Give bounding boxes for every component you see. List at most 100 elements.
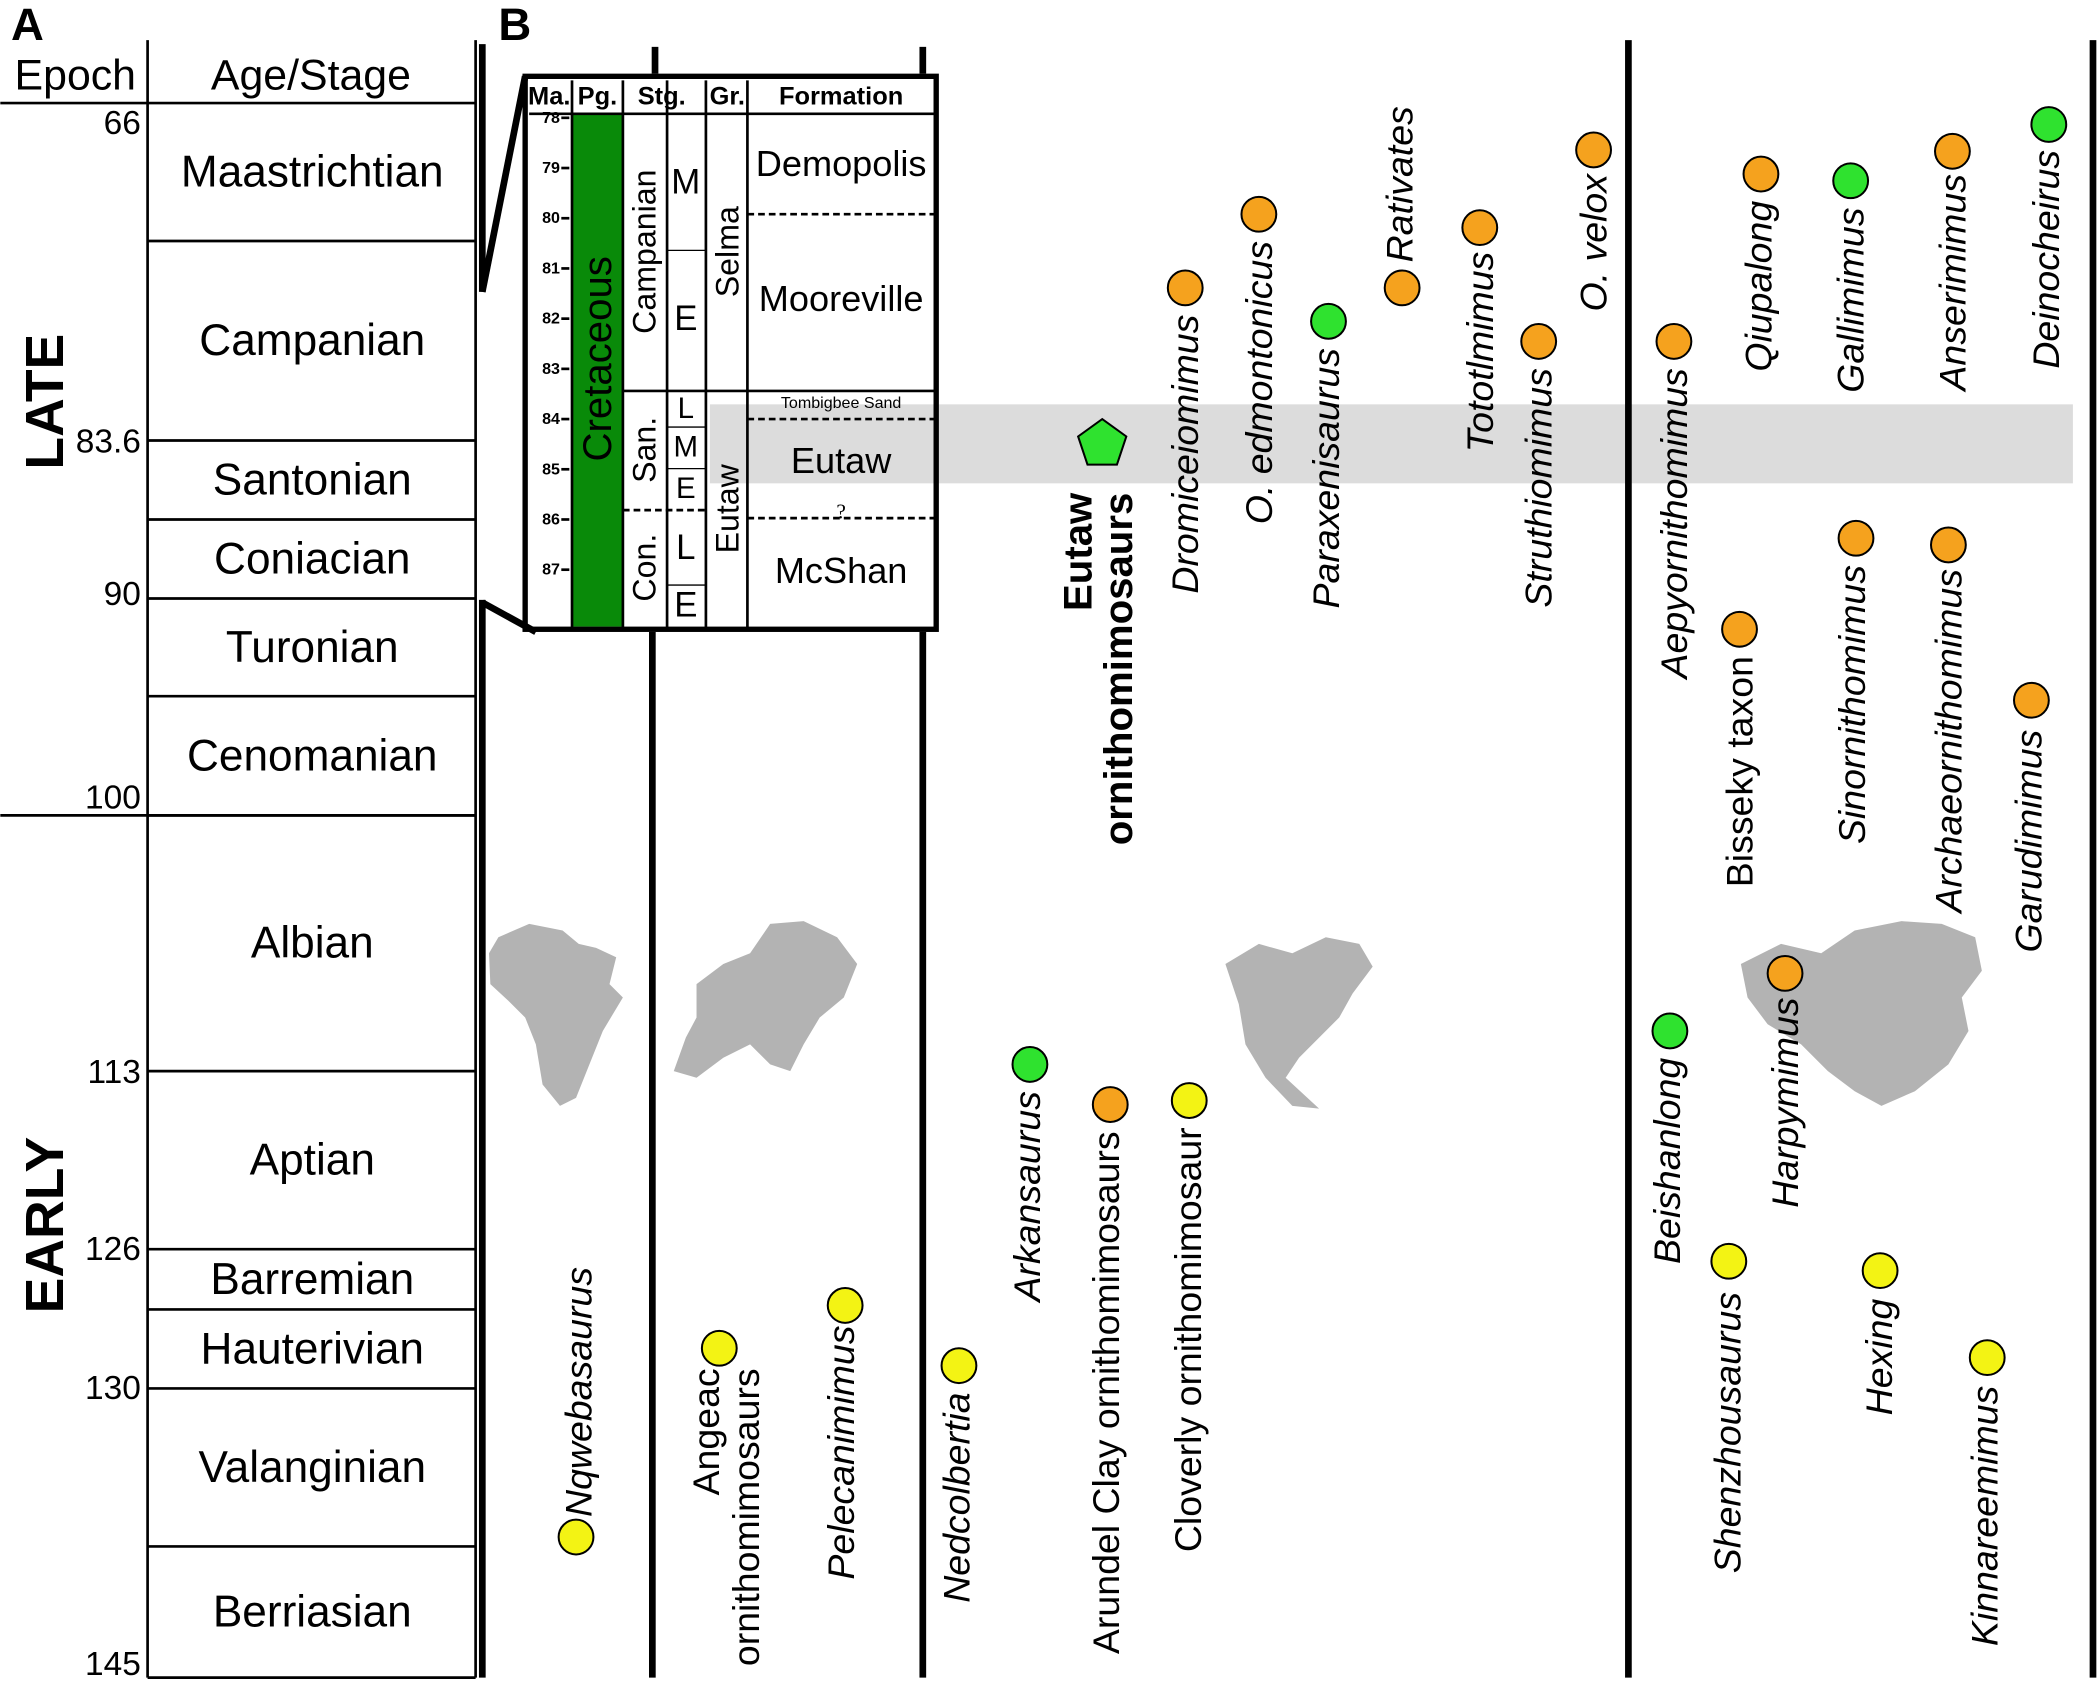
formation-label: ?	[836, 499, 846, 523]
group-label: Selma	[709, 206, 745, 297]
stratigraphic-inset: Ma.Pg.Stg.Gr.Formation787980818283848586…	[522, 73, 939, 632]
taxon-label: Dromiceiomimus	[1164, 315, 1206, 594]
taxon-label: Anserimimus	[1931, 174, 1973, 393]
taxon-label: Nedcolbertia	[935, 1392, 977, 1602]
taxon-marker-green	[2030, 106, 2068, 143]
taxon-label: Bisseky taxon	[1719, 656, 1761, 887]
europe-map-icon	[673, 921, 858, 1078]
stage-label-albian: Albian	[251, 919, 374, 968]
taxon-label: Paraxenisaurus	[1305, 348, 1347, 608]
ma-tick-label: 83	[542, 360, 560, 378]
stage-label-maastrichtian: Maastrichtian	[181, 148, 444, 197]
taxon-marker-orange	[1837, 519, 1875, 557]
period-label: Cretaceous	[575, 256, 620, 461]
taxon-marker-orange	[1240, 195, 1278, 233]
substage-label: M	[674, 431, 699, 464]
taxon-label: Arundel Clay ornithomimosaurs	[1085, 1131, 1127, 1654]
age-tick-label: 145	[85, 1646, 141, 1683]
substage-label: E	[674, 299, 697, 338]
taxon-marker-yellow	[557, 1518, 595, 1556]
age-tick-label: 90	[104, 576, 141, 613]
taxon-marker-yellow	[1170, 1082, 1208, 1119]
taxon-label: Harpymimus	[1764, 997, 1806, 1207]
formation-label: McShan	[775, 550, 908, 591]
epoch-early: EARLY	[16, 1137, 75, 1314]
ma-tick-label: 78	[542, 109, 560, 127]
taxon-marker-green	[1310, 302, 1347, 340]
stage-label-turonian: Turonian	[226, 623, 399, 672]
panel-label-b: B	[498, 0, 531, 50]
taxon-rativates: Rativates	[1378, 106, 1421, 307]
taxon-label: ornithomimosaurs	[725, 1368, 767, 1666]
ma-tick-label: 79	[542, 159, 560, 177]
taxon-marker-orange	[1721, 610, 1758, 648]
taxon-gallimimus: Gallimimus	[1830, 162, 1872, 393]
taxon-label: Sinornithomimus	[1831, 565, 1873, 844]
taxon-label: Rativates	[1378, 106, 1420, 262]
inset-header-ma: Ma.	[528, 82, 570, 110]
taxon-label: Kinnareemimus	[1964, 1386, 2006, 1646]
stage-label: Con.	[626, 534, 662, 602]
taxon-hexing: Hexing	[1858, 1252, 1900, 1415]
substage-label: E	[674, 586, 697, 625]
formation-label: Demopolis	[756, 143, 927, 184]
age-tick-label: 83.6	[76, 424, 141, 461]
ma-tick-label: 87	[542, 561, 560, 579]
age-tick-label: 100	[85, 780, 141, 817]
taxon-o-edmontonicus: O. edmontonicus	[1238, 195, 1280, 524]
taxon-marker-yellow	[1710, 1242, 1748, 1280]
taxon-marker-yellow	[700, 1329, 738, 1367]
age-tick-label: 130	[85, 1370, 141, 1407]
taxon-label: Deinocheirus	[2025, 150, 2067, 369]
panel-label-a: A	[11, 0, 44, 50]
stage-label-barremian: Barremian	[210, 1255, 414, 1304]
taxon-marker-orange	[1520, 323, 1558, 360]
age-tick-label: 126	[85, 1231, 141, 1268]
taxon-label: Shenzhousaurus	[1706, 1292, 1748, 1573]
stage-label-berriasian: Berriasian	[213, 1588, 412, 1637]
taxon-marker-orange	[1655, 323, 1693, 360]
taxon-nqwebasaurus: Nqwebasaurus	[557, 1267, 600, 1556]
taxon-arundel-clay-ornithomimosaurs: Arundel Clay ornithomimosaurs	[1085, 1086, 1129, 1654]
taxon-o-velox: O. velox	[1573, 131, 1615, 311]
taxon-marker-orange	[1575, 131, 1612, 169]
inset-frame	[522, 73, 939, 632]
taxon-beishanlong: Beishanlong	[1646, 1012, 1689, 1264]
inset-header-formation: Formation	[779, 82, 903, 110]
cretaceous-bar	[572, 113, 623, 627]
taxon-pelecanimimus: Pelecanimimus	[820, 1287, 864, 1580]
taxon-harpymimus: Harpymimus	[1764, 954, 1806, 1208]
taxon-struthiomimus: Struthiomimus	[1518, 323, 1560, 608]
taxon-marker-yellow	[826, 1287, 864, 1324]
taxon-label: Aepyornithomimus	[1653, 368, 1695, 680]
inset-header-gr: Gr.	[710, 82, 745, 110]
taxon-marker-orange	[1461, 209, 1499, 247]
continent-maps	[489, 921, 1982, 1109]
eutaw-pentagon-marker	[1076, 417, 1128, 466]
taxon-garudimimus: Garudimimus	[2008, 681, 2050, 953]
taxon-dromiceiomimus: Dromiceiomimus	[1164, 269, 1206, 594]
taxon-cloverly-ornithomimosaur: Cloverly ornithomimosaur	[1167, 1082, 1209, 1552]
taxon-sinornithomimus: Sinornithomimus	[1831, 519, 1875, 844]
taxon-aepyornithomimus: Aepyornithomimus	[1653, 323, 1695, 680]
taxon-label: Struthiomimus	[1518, 368, 1560, 607]
taxon-marker-green	[1011, 1046, 1049, 1083]
taxon-marker-yellow	[1861, 1252, 1899, 1290]
ma-tick-label: 84	[542, 410, 560, 428]
ma-tick-label: 86	[542, 510, 560, 528]
geologic-timescale: MaastrichtianCampanianSantonianConiacian…	[0, 40, 477, 1683]
stage-label-coniacian: Coniacian	[214, 534, 410, 583]
eutaw-highlight-band	[709, 404, 2073, 484]
taxon-archaeornithomimus: Archaeornithomimus	[1927, 526, 1969, 915]
substage-label: M	[671, 163, 700, 202]
age-tick-label: 113	[88, 1054, 141, 1091]
taxon-label: Garudimimus	[2008, 730, 2050, 953]
substage-label: L	[676, 528, 695, 567]
taxon-marker-yellow	[1968, 1339, 2006, 1377]
taxon-marker-orange	[2012, 681, 2050, 719]
taxon-marker-green	[1651, 1012, 1689, 1050]
eutaw-ornithomimosaurs-label-2: ornithomimosaurs	[1096, 493, 1141, 846]
taxon-marker-orange	[1091, 1086, 1129, 1123]
